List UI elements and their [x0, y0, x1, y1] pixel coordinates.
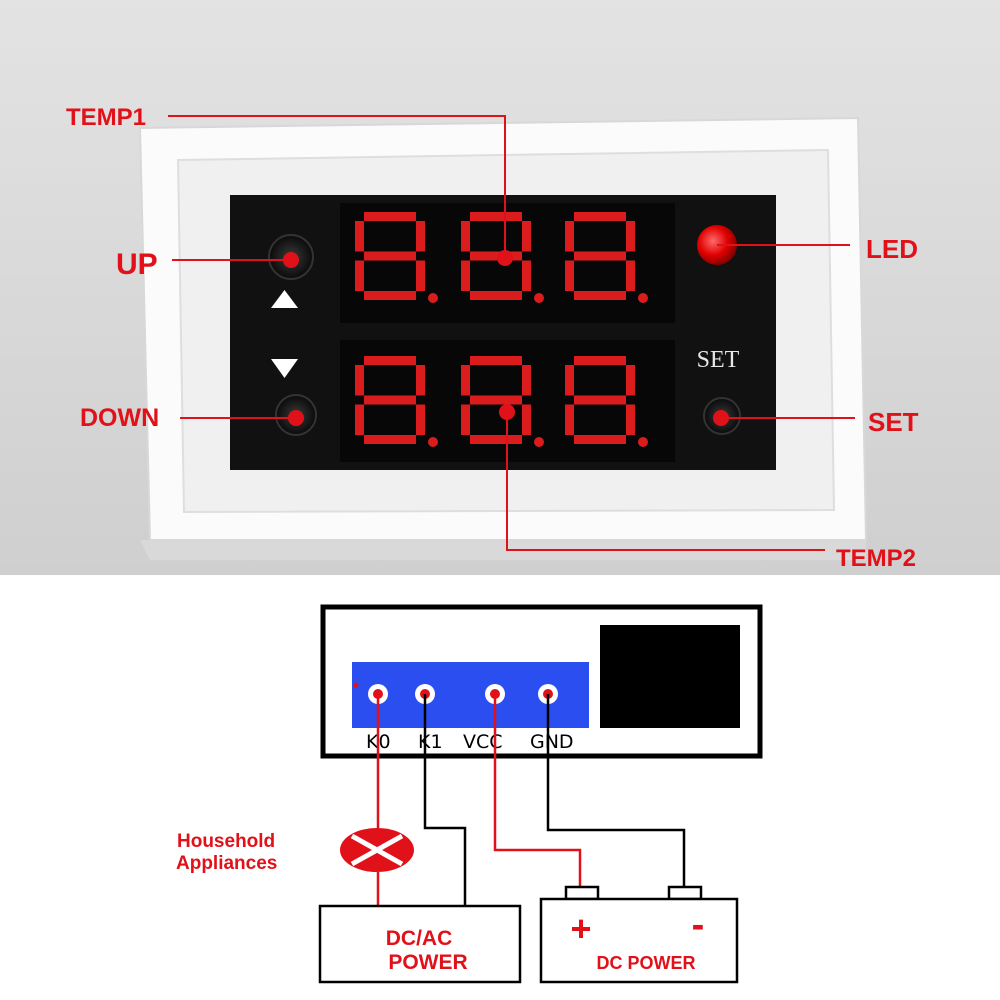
- wire-vcc: [493, 694, 582, 888]
- digit-segment: [565, 260, 574, 291]
- callout-lines: [168, 115, 855, 551]
- digit-segment: [364, 251, 416, 261]
- digit-segment: [470, 212, 522, 221]
- appliance-label-line1: Household: [177, 831, 275, 852]
- digit-segment: [470, 356, 522, 365]
- temp2-marker-dot: [499, 404, 515, 420]
- digit-segment: [574, 212, 626, 221]
- digit-segment: [626, 365, 635, 396]
- set-button[interactable]: [703, 397, 741, 435]
- panel-set-label: SET: [697, 347, 740, 373]
- down-label: DOWN: [80, 404, 159, 432]
- digit-segment: [522, 221, 531, 252]
- digit-segment: [461, 221, 470, 252]
- digit-segment: [574, 435, 626, 444]
- digit-cell: [461, 356, 544, 447]
- up-label: UP: [116, 248, 158, 281]
- appliance-label-line2: Appliances: [176, 853, 277, 874]
- digit-segment: [364, 395, 416, 405]
- appliance-lamp-icon: [340, 828, 414, 872]
- digit-decimal-point: [534, 437, 544, 447]
- digit-decimal-point: [534, 293, 544, 303]
- digit-segment: [364, 212, 416, 221]
- seven-segment-digits: [355, 212, 648, 447]
- digit-cell: [565, 356, 648, 447]
- dc-minus-sign: -: [692, 904, 705, 946]
- digit-segment: [461, 365, 470, 396]
- digit-segment: [565, 221, 574, 252]
- digit-segment: [522, 260, 531, 291]
- dc-plus-sign: +: [570, 908, 591, 949]
- digit-segment: [470, 291, 522, 300]
- dcac-label-line2: POWER: [388, 951, 467, 974]
- digit-segment: [626, 404, 635, 435]
- digit-segment: [522, 365, 531, 396]
- digit-segment: [565, 365, 574, 396]
- digit-segment: [364, 356, 416, 365]
- digit-segment: [470, 395, 522, 405]
- temp1-marker-dot: [497, 250, 513, 266]
- digit-segment: [416, 221, 425, 252]
- set-label: SET: [868, 407, 919, 437]
- digit-segment: [355, 221, 364, 252]
- dc-power-box: [539, 897, 739, 984]
- digit-segment: [470, 435, 522, 444]
- terminal-marker-dot: [353, 682, 359, 688]
- digit-segment: [416, 260, 425, 291]
- digit-segment: [364, 291, 416, 300]
- wire-gnd: [546, 694, 686, 888]
- digit-decimal-point: [638, 437, 648, 447]
- digit-segment: [626, 260, 635, 291]
- terminal-label-vcc: VCC: [463, 731, 503, 753]
- digit-segment: [355, 260, 364, 291]
- terminal-label-k1: K1: [418, 731, 443, 753]
- digit-segment: [574, 291, 626, 300]
- digit-segment: [355, 365, 364, 396]
- down-button[interactable]: [275, 394, 317, 436]
- wires: [376, 694, 686, 906]
- down-arrow-icon: [271, 359, 298, 378]
- dcac-label-line1: DC/AC: [386, 927, 453, 950]
- led-label: LED: [866, 234, 918, 264]
- digit-segment: [574, 356, 626, 365]
- digit-segment: [574, 251, 626, 261]
- temp2-label: TEMP2: [836, 545, 916, 572]
- battery-positive-terminal: [564, 885, 600, 901]
- digit-segment: [416, 365, 425, 396]
- digit-cell: [355, 356, 438, 447]
- digit-segment: [355, 404, 364, 435]
- temp1-label: TEMP1: [66, 104, 146, 131]
- battery-negative-terminal: [667, 885, 703, 901]
- digit-segment: [461, 404, 470, 435]
- dcac-power-box: [318, 904, 522, 984]
- digit-segment: [470, 251, 522, 261]
- digit-cell: [355, 212, 438, 303]
- wire-k1: [423, 694, 467, 906]
- digit-cell: [461, 212, 544, 303]
- digit-segment: [574, 395, 626, 405]
- terminal-label-gnd: GND: [530, 731, 574, 753]
- up-button[interactable]: [268, 234, 314, 280]
- digit-segment: [416, 404, 425, 435]
- digit-segment: [565, 404, 574, 435]
- up-arrow-icon: [271, 290, 298, 308]
- display-block: [600, 625, 740, 728]
- digit-decimal-point: [638, 293, 648, 303]
- digit-cell: [565, 212, 648, 303]
- digit-segment: [626, 221, 635, 252]
- digit-decimal-point: [428, 293, 438, 303]
- digit-decimal-point: [428, 437, 438, 447]
- digit-segment: [461, 260, 470, 291]
- dc-power-label: DC POWER: [597, 953, 696, 973]
- digit-segment: [522, 404, 531, 435]
- digit-segment: [364, 435, 416, 444]
